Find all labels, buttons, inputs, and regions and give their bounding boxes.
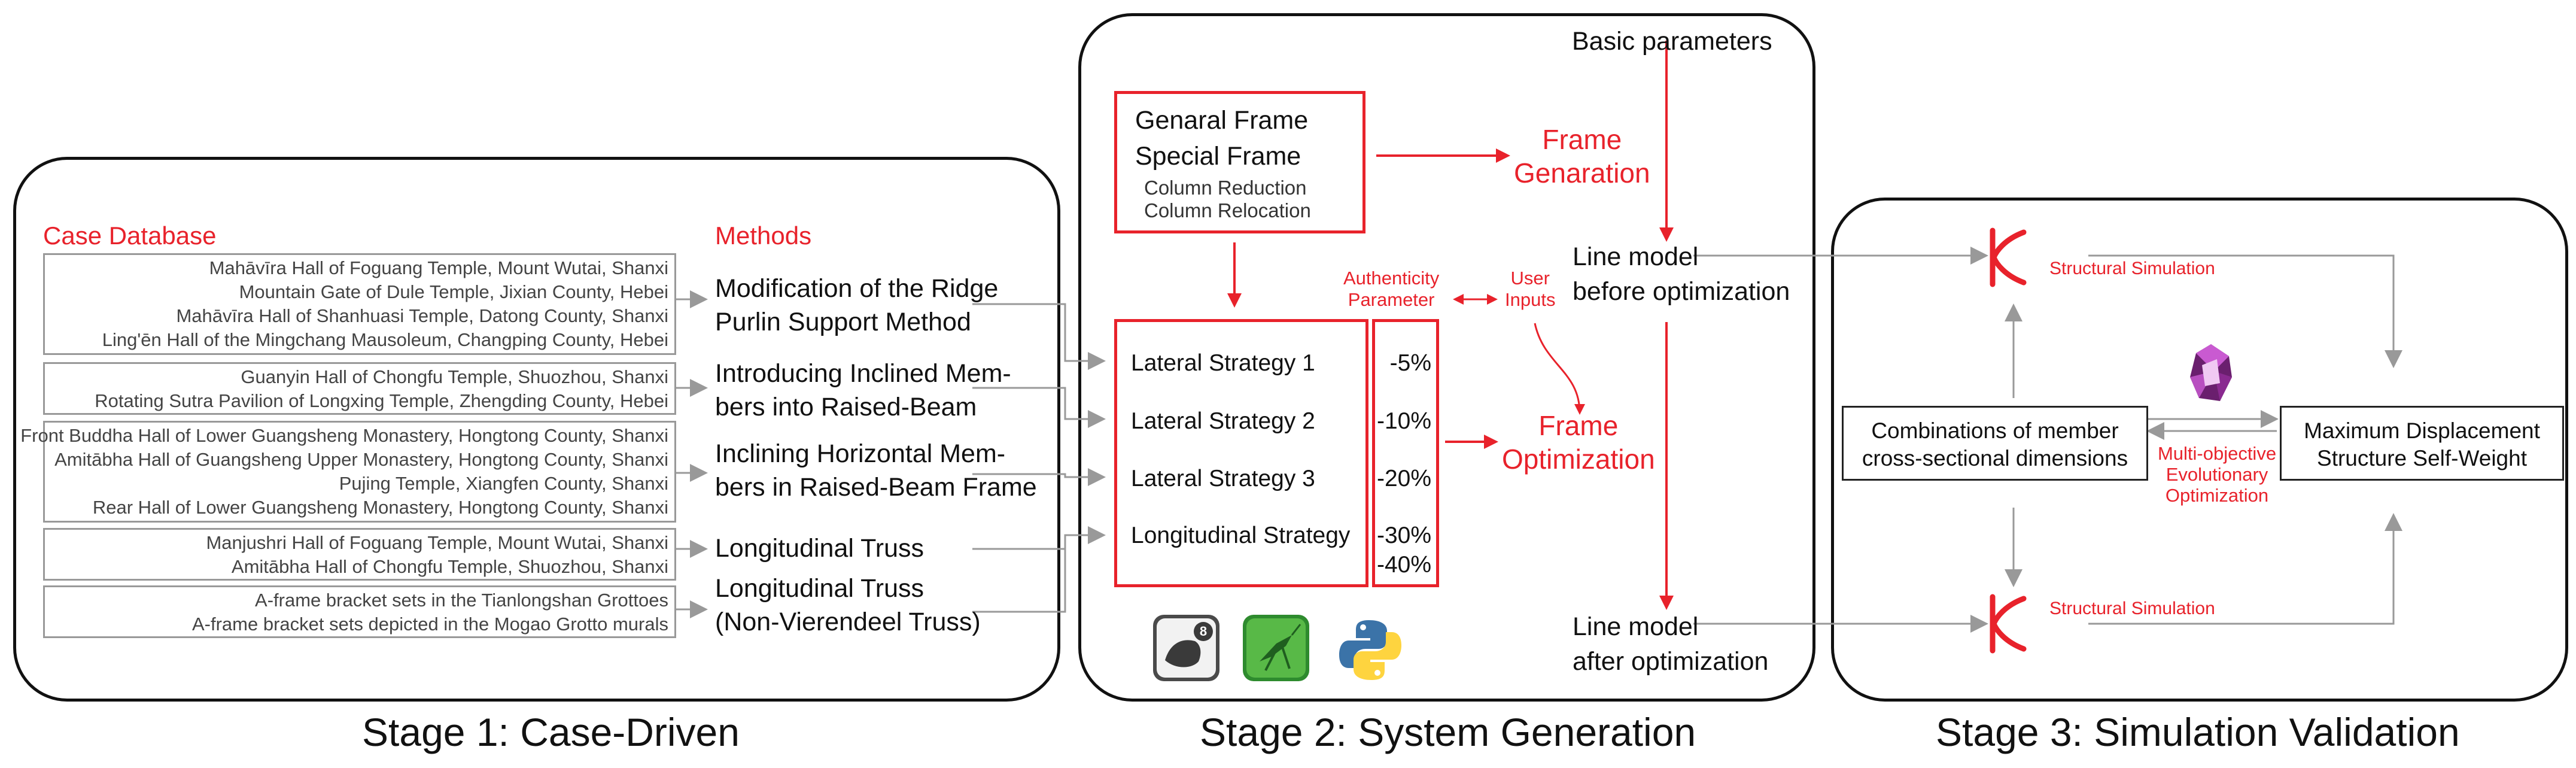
line-model-line: after optimization bbox=[1573, 647, 1769, 676]
case-item: A-frame bracket sets in the Tianlongshan… bbox=[255, 590, 668, 611]
case-item: Manjushri Hall of Foguang Temple, Mount … bbox=[206, 532, 668, 553]
case-group-3: Front Buddha Hall of Lower Guangsheng Mo… bbox=[20, 421, 676, 523]
frame-optimization-line: Optimization bbox=[1502, 444, 1655, 475]
objectives-box: Maximum Displacement Structure Self-Weig… bbox=[2280, 406, 2564, 481]
method-line: bers in Raised-Beam Frame bbox=[715, 473, 1037, 502]
grasshopper-icon bbox=[1242, 614, 1310, 682]
case-group-4: Manjushri Hall of Foguang Temple, Mount … bbox=[43, 528, 676, 581]
case-item: Guanyin Hall of Chongfu Temple, Shuozhou… bbox=[241, 366, 668, 387]
combinations-line: Combinations of member bbox=[1871, 418, 2119, 443]
line-model-line: Line model bbox=[1573, 612, 1699, 641]
method-3: Inclining Horizontal Mem- bers in Raised… bbox=[715, 437, 1037, 504]
frame-optimization-line: Frame bbox=[1538, 410, 1619, 441]
pct-30: -30% bbox=[1376, 523, 1431, 548]
rhino-icon: 8 bbox=[1152, 614, 1221, 682]
stage3-panel bbox=[1831, 198, 2568, 702]
line-model-after: Line model after optimization bbox=[1573, 609, 1768, 679]
method-5: Longitudinal Truss (Non-Vierendeel Truss… bbox=[715, 572, 981, 639]
case-item: Amitābha Hall of Chongfu Temple, Shuozho… bbox=[231, 556, 668, 577]
stage1-panel bbox=[13, 157, 1060, 702]
moo-line: Multi-objective bbox=[2157, 443, 2277, 464]
frame-optimization-label: Frame Optimization bbox=[1502, 409, 1655, 476]
percentage-box bbox=[1372, 319, 1439, 587]
authenticity-line: Authenticity bbox=[1343, 268, 1440, 289]
karamba-icon bbox=[1987, 594, 2028, 654]
frame-generation-line: Genaration bbox=[1514, 157, 1650, 189]
method-4: Longitudinal Truss bbox=[715, 532, 924, 565]
structural-simulation-label-2: Structural Simulation bbox=[2049, 599, 2215, 618]
authenticity-line: Parameter bbox=[1348, 289, 1435, 310]
moo-line: Evolutionary bbox=[2166, 464, 2268, 485]
strategy-lateral-2: Lateral Strategy 2 bbox=[1131, 408, 1315, 434]
case-item: Mahāvīra Hall of Shanhuasi Temple, Daton… bbox=[176, 305, 668, 326]
frame-generation-line: Frame bbox=[1542, 124, 1622, 155]
method-line: Longitudinal Truss bbox=[715, 534, 924, 563]
method-2: Introducing Inclined Mem- bers into Rais… bbox=[715, 357, 1011, 424]
line-model-line: before optimization bbox=[1573, 277, 1790, 306]
pct-5: -5% bbox=[1389, 350, 1431, 376]
combinations-box: Combinations of member cross-sectional d… bbox=[1842, 406, 2148, 481]
combinations-text: Combinations of member cross-sectional d… bbox=[1844, 417, 2146, 472]
case-item: Amitābha Hall of Guangsheng Upper Monast… bbox=[54, 449, 668, 470]
strategy-lateral-3: Lateral Strategy 3 bbox=[1131, 466, 1315, 491]
case-item: Ling'ēn Hall of the Mingchang Mausoleum,… bbox=[102, 329, 668, 350]
stage2-panel bbox=[1078, 13, 1815, 702]
authenticity-parameter-label: Authenticity Parameter bbox=[1343, 268, 1439, 311]
case-item: A-frame bracket sets depicted in the Mog… bbox=[191, 614, 668, 635]
strategy-longitudinal: Longitudinal Strategy bbox=[1131, 523, 1351, 548]
method-1: Modification of the Ridge Purlin Support… bbox=[715, 272, 998, 339]
method-line: Inclining Horizontal Mem- bbox=[715, 439, 1006, 468]
line-model-line: Line model bbox=[1573, 242, 1699, 271]
stage3-title: Stage 3: Simulation Validation bbox=[1936, 710, 2460, 754]
method-line: (Non-Vierendeel Truss) bbox=[715, 608, 981, 636]
karamba-icon bbox=[1987, 227, 2028, 287]
strategy-box bbox=[1114, 319, 1368, 587]
moo-line: Optimization bbox=[2165, 485, 2269, 506]
case-group-2: Guanyin Hall of Chongfu Temple, Shuozhou… bbox=[43, 362, 676, 415]
user-inputs-line: User bbox=[1510, 268, 1550, 289]
case-group-1: Mahāvīra Hall of Foguang Temple, Mount W… bbox=[43, 253, 676, 355]
frame-sub-reduction: Column Reduction bbox=[1144, 177, 1307, 199]
objectives-text: Maximum Displacement Structure Self-Weig… bbox=[2282, 417, 2562, 472]
frame-type-special: Special Frame bbox=[1135, 142, 1301, 171]
combinations-line: cross-sectional dimensions bbox=[1862, 446, 2128, 470]
case-item: Mahāvīra Hall of Foguang Temple, Mount W… bbox=[209, 257, 668, 278]
pct-10: -10% bbox=[1376, 408, 1431, 434]
objectives-line: Maximum Displacement bbox=[2304, 418, 2540, 443]
wallacei-icon bbox=[2184, 341, 2238, 407]
method-line: Longitudinal Truss bbox=[715, 574, 924, 603]
case-database-label: Case Database bbox=[43, 221, 217, 250]
case-group-5: A-frame bracket sets in the Tianlongshan… bbox=[43, 585, 676, 638]
case-item: Rear Hall of Lower Guangsheng Monastery,… bbox=[92, 497, 668, 518]
user-inputs-label: User Inputs bbox=[1505, 268, 1555, 311]
line-model-before: Line model before optimization bbox=[1573, 239, 1790, 309]
basic-parameters-label: Basic parameters bbox=[1572, 27, 1772, 56]
strategy-lateral-1: Lateral Strategy 1 bbox=[1131, 350, 1315, 376]
moo-label: Multi-objective Evolutionary Optimizatio… bbox=[2142, 443, 2292, 506]
frame-generation-label: Frame Genaration bbox=[1514, 123, 1650, 190]
structural-simulation-label-1: Structural Simulation bbox=[2049, 259, 2215, 278]
svg-text:8: 8 bbox=[1200, 624, 1207, 639]
frame-sub-relocation: Column Relocation bbox=[1144, 199, 1311, 221]
user-inputs-line: Inputs bbox=[1505, 289, 1556, 310]
method-line: bers into Raised-Beam bbox=[715, 393, 977, 421]
pct-40: -40% bbox=[1376, 552, 1431, 578]
case-item: Rotating Sutra Pavilion of Longxing Temp… bbox=[95, 390, 668, 411]
stage1-title: Stage 1: Case-Driven bbox=[362, 710, 740, 754]
objectives-line: Structure Self-Weight bbox=[2317, 446, 2527, 470]
case-item: Mountain Gate of Dule Temple, Jixian Cou… bbox=[239, 281, 668, 302]
methods-label: Methods bbox=[715, 221, 812, 250]
method-line: Purlin Support Method bbox=[715, 308, 971, 336]
case-item: Front Buddha Hall of Lower Guangsheng Mo… bbox=[20, 425, 668, 446]
stage2-title: Stage 2: System Generation bbox=[1200, 710, 1696, 754]
python-icon bbox=[1336, 615, 1404, 684]
method-line: Modification of the Ridge bbox=[715, 274, 999, 303]
frame-type-box: Genaral Frame Special Frame Column Reduc… bbox=[1114, 91, 1365, 233]
method-line: Introducing Inclined Mem- bbox=[715, 359, 1011, 388]
pct-20: -20% bbox=[1376, 466, 1431, 491]
frame-type-general: Genaral Frame bbox=[1135, 106, 1309, 135]
case-item: Pujing Temple, Xiangfen County, Shanxi bbox=[339, 473, 668, 494]
